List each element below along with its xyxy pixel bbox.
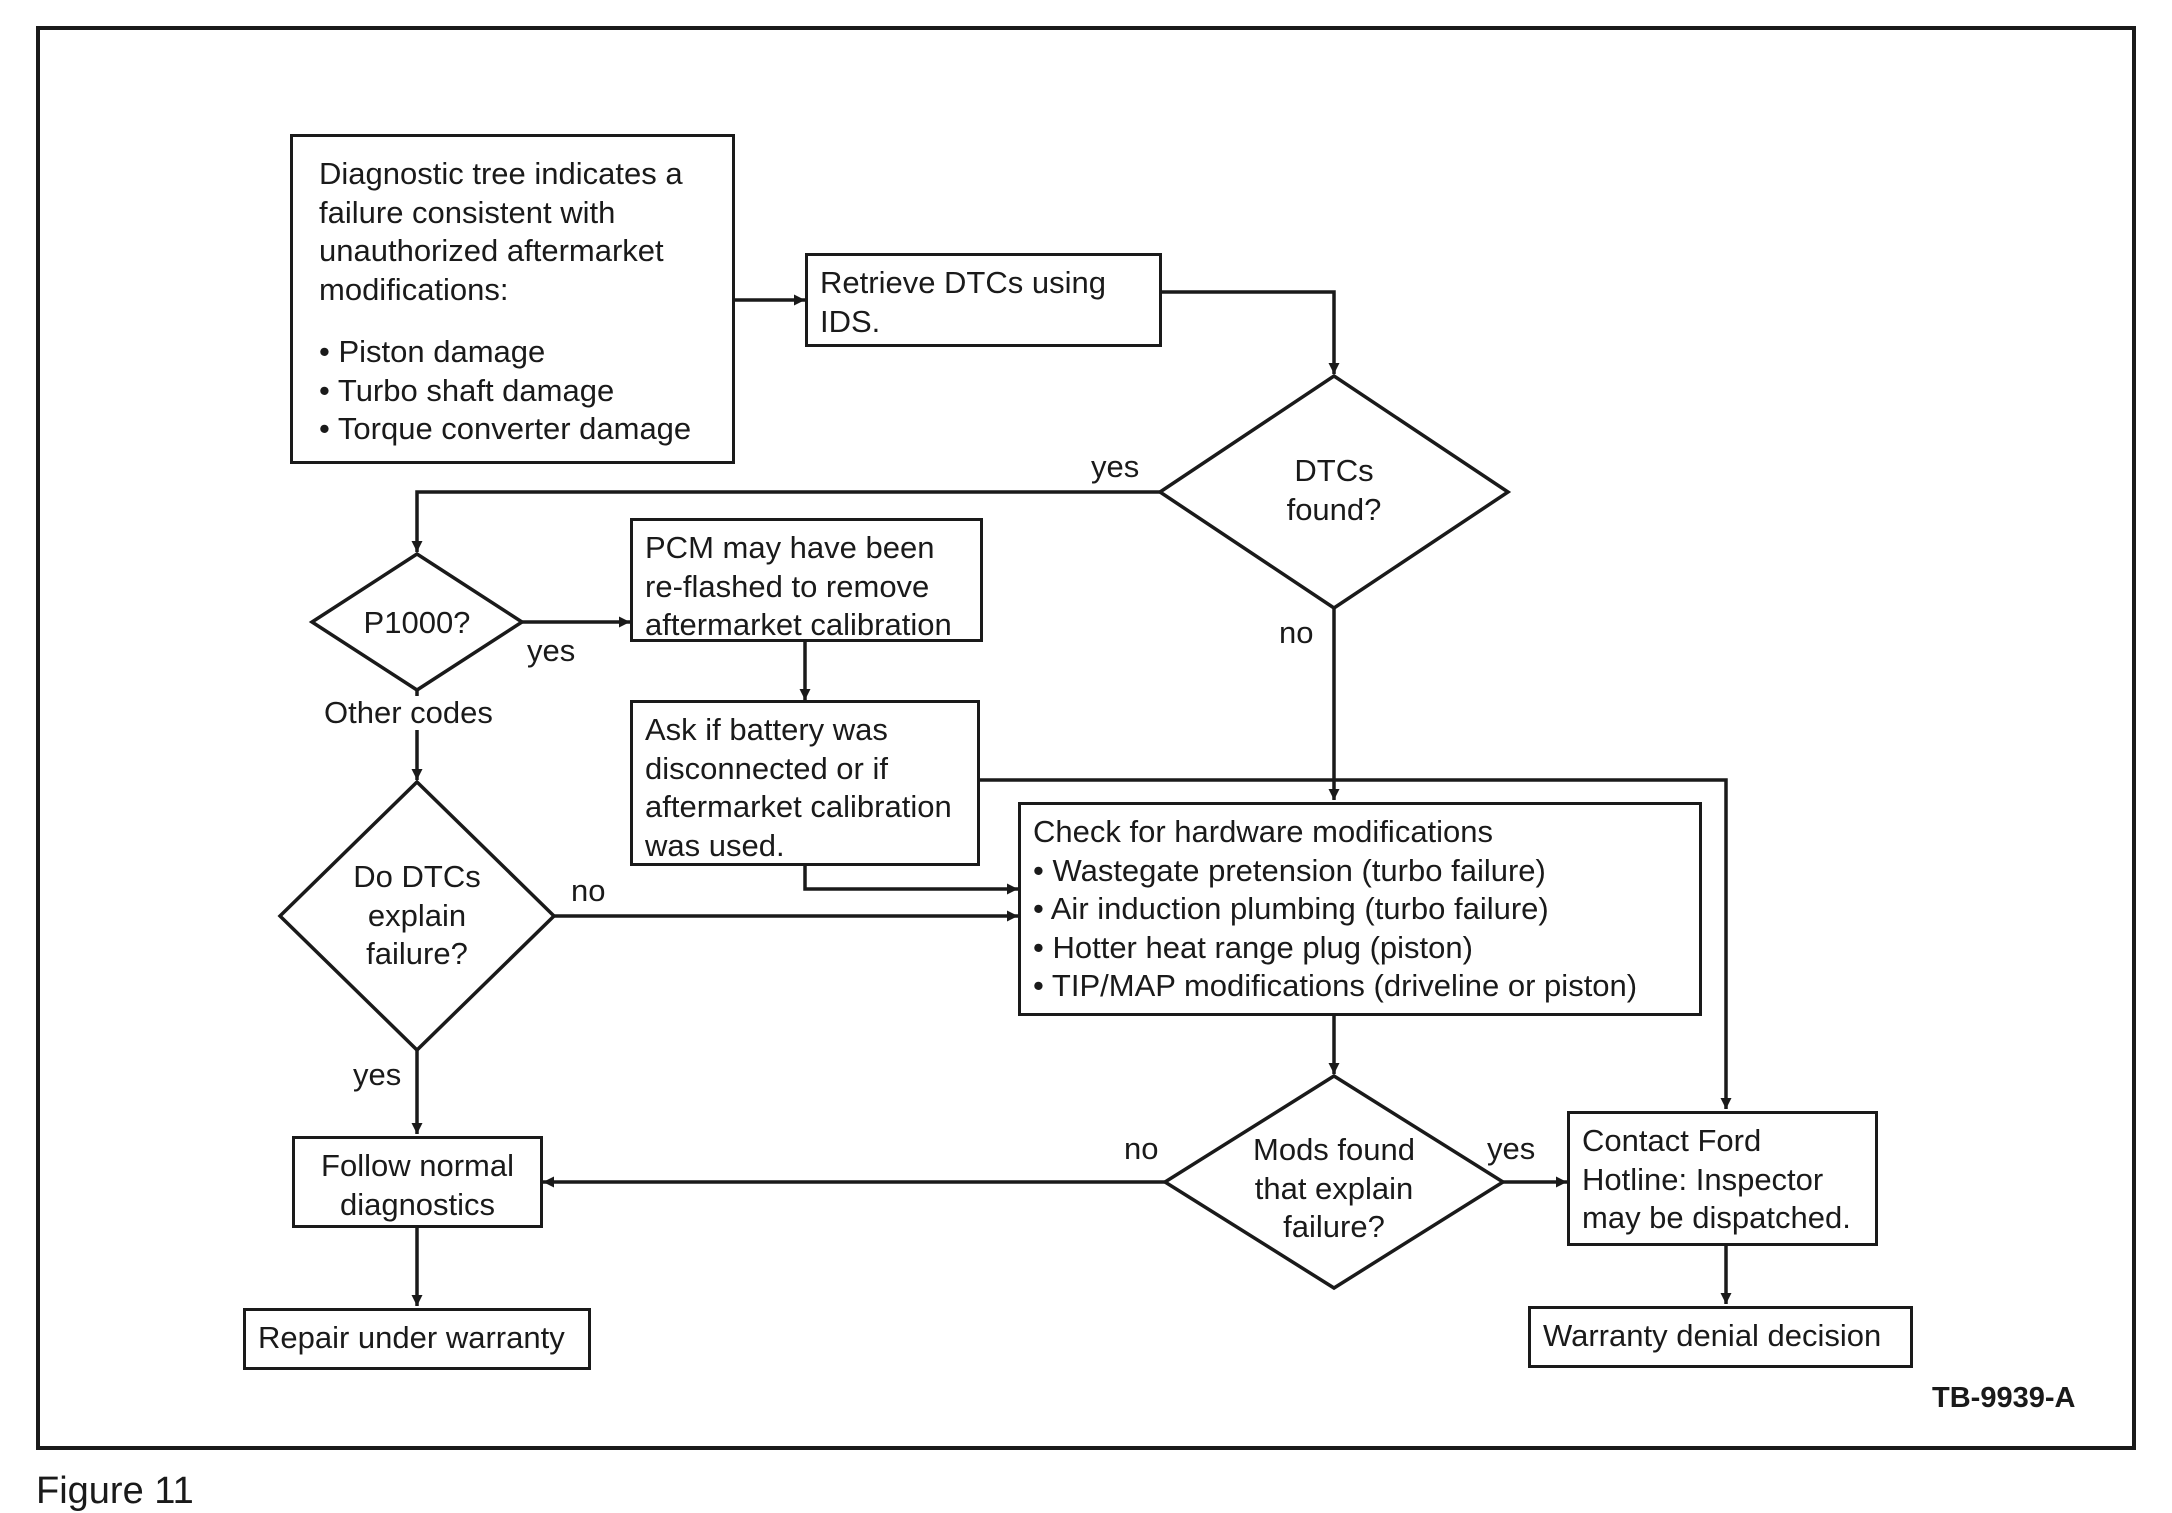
- label-mods-no: no: [1124, 1131, 1159, 1166]
- mods-diamond: [1161, 1073, 1507, 1291]
- dtcs-found-line-1: DTCs: [1294, 453, 1374, 488]
- contact-line-3: may be dispatched.: [1582, 1200, 1851, 1235]
- ask-line-2: disconnected or if: [645, 750, 888, 786]
- dtcs-found-line-2: found?: [1286, 491, 1382, 527]
- mods-text: Mods found that explain failure?: [1219, 1131, 1449, 1247]
- start-line-2: failure consistent with: [319, 194, 616, 230]
- pcm-line-2: re-flashed to remove: [645, 568, 930, 604]
- explain-line-3: failure?: [366, 936, 468, 971]
- follow-normal-box: Follow normal diagnostics: [292, 1136, 543, 1228]
- warranty-denial-box: Warranty denial decision: [1528, 1306, 1913, 1368]
- mods-line-3: failure?: [1283, 1209, 1385, 1244]
- follow-line-1: Follow normal: [321, 1148, 514, 1183]
- p1000-label: P1000?: [363, 605, 471, 640]
- pcm-line-1: PCM may have been: [645, 530, 935, 565]
- retrieve-line-1: Retrieve DTCs using: [820, 265, 1106, 300]
- figure-frame: [36, 26, 2136, 1450]
- pcm-reflash-box: PCM may have been re-flashed to remove a…: [630, 518, 983, 642]
- arrow-dtcs-yes-to-p1000: [411, 490, 1160, 552]
- check-line-2: • Wastegate pretension (turbo failure): [1033, 852, 1546, 888]
- label-explain-yes: yes: [353, 1057, 402, 1092]
- repair-text: Repair under warranty: [258, 1320, 565, 1355]
- arrow-retrieve-to-dtcs: [1162, 290, 1340, 374]
- arrow-ask-to-check: [803, 866, 1018, 895]
- contact-ford-box: Contact Ford Hotline: Inspector may be d…: [1567, 1111, 1878, 1246]
- label-dtcs-yes: yes: [1091, 449, 1140, 484]
- start-line-1: Diagnostic tree indicates a: [319, 156, 683, 191]
- start-bullet-1: • Piston damage: [319, 334, 546, 369]
- explain-line-1: Do DTCs: [353, 859, 481, 894]
- label-mods-yes: yes: [1487, 1131, 1536, 1166]
- figure-caption: Figure 11: [36, 1470, 194, 1512]
- explain-line-2: explain: [367, 897, 467, 933]
- contact-line-2: Hotline: Inspector: [1582, 1161, 1824, 1197]
- check-line-3: • Air induction plumbing (turbo failure): [1033, 891, 1549, 926]
- ask-battery-box: Ask if battery was disconnected or if af…: [630, 700, 980, 866]
- start-line-4: modifications:: [319, 271, 509, 307]
- ask-line-3: aftermarket calibration: [645, 789, 952, 824]
- figure-code: TB-9939-A: [1932, 1382, 2076, 1414]
- check-line-4: • Hotter heat range plug (piston): [1033, 929, 1473, 965]
- label-explain-no: no: [571, 873, 606, 908]
- mods-line-1: Mods found: [1253, 1132, 1415, 1167]
- ask-line-1: Ask if battery was: [645, 712, 888, 747]
- start-bullet-2: • Turbo shaft damage: [319, 372, 615, 408]
- follow-line-2: diagnostics: [339, 1186, 496, 1222]
- explain-text: Do DTCs explain failure?: [317, 858, 517, 974]
- contact-line-1: Contact Ford: [1582, 1123, 1762, 1158]
- p1000-text: P1000?: [337, 604, 497, 643]
- retrieve-dtcs-box: Retrieve DTCs using IDS.: [805, 253, 1162, 347]
- retrieve-line-2: IDS.: [820, 303, 881, 339]
- start-line-3: unauthorized aftermarket: [319, 233, 664, 268]
- check-line-5: • TIP/MAP modifications (driveline or pi…: [1033, 968, 1638, 1003]
- dtcs-found-text: DTCs found?: [1234, 452, 1434, 529]
- label-dtcs-no: no: [1279, 615, 1314, 650]
- ask-line-4: was used.: [645, 827, 785, 863]
- repair-warranty-box: Repair under warranty: [243, 1308, 591, 1370]
- arrow-ask-to-contact: [980, 778, 1732, 1109]
- label-p1000-yes: yes: [527, 633, 576, 668]
- mods-line-2: that explain: [1254, 1170, 1414, 1206]
- start-bullet-3: • Torque converter damage: [319, 411, 692, 446]
- check-hardware-box: Check for hardware modifications • Waste…: [1018, 802, 1702, 1016]
- denial-text: Warranty denial decision: [1543, 1318, 1882, 1353]
- pcm-line-3: aftermarket calibration: [645, 607, 952, 642]
- start-condition-box: Diagnostic tree indicates a failure cons…: [290, 134, 735, 464]
- label-other-codes: Other codes: [324, 695, 493, 730]
- check-line-1: Check for hardware modifications: [1033, 814, 1494, 849]
